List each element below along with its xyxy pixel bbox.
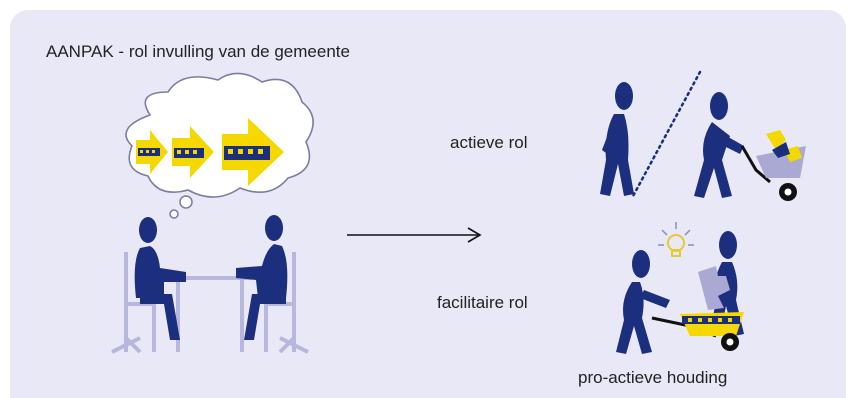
- puzzle-piece-icon: [698, 266, 730, 310]
- wheelbarrow-facilitating: [651, 312, 744, 351]
- dotted-divider: [630, 70, 702, 200]
- standing-person: [600, 82, 634, 196]
- wheelbarrow-active: [740, 130, 806, 201]
- meeting-table: [168, 276, 252, 352]
- chair-left: [111, 252, 156, 354]
- transition-arrow: [347, 227, 482, 243]
- idea-arrow-medium: [172, 126, 214, 178]
- proactive-attitude-label: pro-actieve houding: [578, 368, 728, 387]
- seated-person-right: [236, 215, 288, 340]
- idea-arrow-small: [136, 130, 168, 174]
- lightbulb-icon: [658, 222, 694, 257]
- idea-arrow-large: [222, 118, 284, 186]
- seated-person-left: [134, 217, 186, 340]
- facilitating-role-label: facilitaire rol: [437, 293, 528, 312]
- active-role-label: actieve rol: [450, 133, 528, 152]
- diagram-title: AANPAK - rol invulling van de gemeente: [46, 42, 350, 61]
- pushing-person: [694, 92, 744, 198]
- guiding-person: [616, 250, 670, 354]
